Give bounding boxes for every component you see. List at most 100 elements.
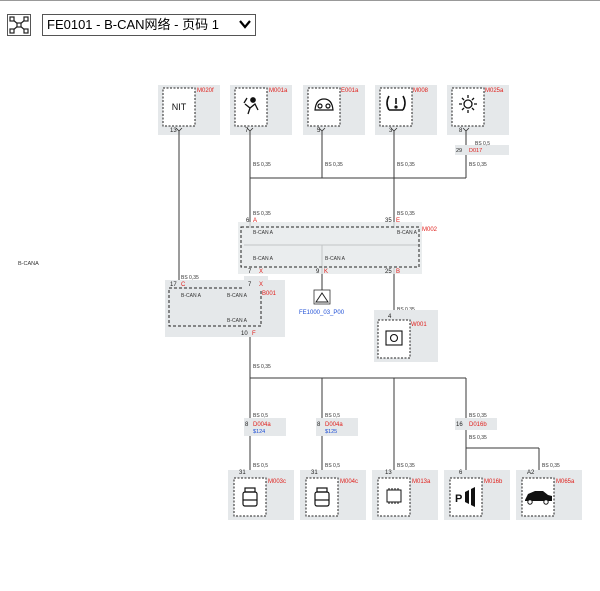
chevron-down-icon[interactable] [238, 16, 252, 38]
nit-label: NIT [172, 102, 187, 112]
component-m013a[interactable]: M013a 13 [372, 470, 438, 520]
component-code: W001 [411, 322, 427, 328]
component-airbag[interactable]: M001a 7 [230, 85, 292, 135]
component-code: M001a [269, 88, 288, 94]
pin-number: 6 [459, 470, 463, 476]
connector-code: D017 [469, 148, 482, 154]
pin-number: A2 [527, 470, 535, 476]
pin-number: 10 [241, 331, 248, 337]
bus-label: B-CAN A [253, 256, 274, 262]
pin-number: 5 [317, 128, 321, 134]
wire-label: BS 0,35 [469, 413, 487, 419]
pin-number: 8 [317, 422, 321, 428]
component-m004c[interactable]: M004c 31 [300, 470, 366, 520]
pin-number: 4 [388, 314, 392, 320]
connector-d016b: BS 0,35 16 D016b [455, 413, 497, 430]
bus-label: B-CAN A [325, 256, 346, 262]
connector-code: D016b [469, 422, 487, 428]
light-sun-icon [459, 95, 477, 113]
pin-number: 3 [389, 128, 393, 134]
module-chip-icon [386, 488, 402, 504]
pin-letter: B [396, 269, 400, 275]
component-code: M013a [412, 479, 431, 485]
pin-number: 7 [248, 269, 252, 275]
wire-label: BS 0,35 [397, 211, 415, 217]
pin-number: 9 [316, 269, 320, 275]
wire-label: BS 0,35 [181, 275, 199, 281]
side-label: B-CANA [18, 261, 39, 267]
component-code: M004c [340, 479, 358, 485]
pin-number: 16 [456, 422, 463, 428]
component-light[interactable]: M025a 8 [447, 85, 509, 135]
pin-number: 31 [311, 470, 318, 476]
connector-code: D004a [325, 422, 343, 428]
display-unit-icon [385, 330, 403, 346]
wire-label: BS 0,5 [253, 463, 268, 469]
connector-d017: BS 0,5 29 D017 [455, 141, 509, 155]
toolbar [0, 0, 600, 41]
pin-number: 13 [385, 470, 392, 476]
pump-bottle-icon [314, 487, 330, 507]
wire-label: BS 0,5 [253, 413, 268, 419]
wire-label: BS 0,35 [397, 162, 415, 168]
pin-letter: F [252, 331, 256, 337]
component-code: M003c [268, 479, 286, 485]
pin-number: 13 [170, 128, 177, 134]
page-select-value: FE0101 - B-CAN网络 - 页码 1 [47, 17, 219, 32]
component-code: M025a [485, 88, 504, 94]
svg-text:P: P [455, 493, 462, 505]
wire-label: BS 0,5 [475, 141, 490, 147]
pin-letter: X [259, 282, 263, 288]
bus-label: B-CAN A [227, 318, 248, 324]
component-code: M016b [484, 479, 503, 485]
wire-label: BS 0,35 [325, 162, 343, 168]
component-cluster[interactable]: E001a 5 [303, 85, 365, 135]
car-side-icon [525, 491, 552, 505]
pin-letter: C [181, 282, 186, 288]
component-bsi[interactable]: M002 B-CAN A B-CAN A B-CAN A B-CAN A [238, 222, 438, 274]
wire-label: BS 0,35 [253, 211, 271, 217]
page-select[interactable]: FE0101 - B-CAN网络 - 页码 1 [42, 14, 256, 36]
instrument-cluster-icon [314, 98, 334, 111]
component-m065a[interactable]: M065a A2 [516, 470, 582, 520]
pin-letter: X [259, 269, 263, 275]
component-w001[interactable]: BS 0,35 W001 4 [374, 307, 438, 362]
wire-label: BS 0,35 [253, 364, 271, 370]
wire-label: BS 0,35 [253, 162, 271, 168]
pin-number: 31 [239, 470, 246, 476]
component-nit[interactable]: NIT M020f 13 [158, 85, 220, 135]
component-m016b[interactable]: P M016b 6 [444, 470, 510, 520]
wire-label: BS 0,5 [325, 413, 340, 419]
component-tpms[interactable]: M008 3 [375, 85, 437, 135]
component-code: M065a [556, 479, 575, 485]
pin-number: 7 [248, 282, 252, 288]
network-nodes-icon[interactable] [7, 14, 31, 36]
bus-label: B-CAN A [253, 230, 274, 236]
pin-number: 8 [459, 128, 463, 134]
pin-number: 6 [246, 218, 250, 224]
wire-label: BS 0,5 [325, 463, 340, 469]
component-m003c[interactable]: M003c 31 [228, 470, 294, 520]
component-gateway[interactable]: B001 B-CAN A B-CAN A B-CAN A [165, 276, 285, 337]
pin-letter: K [324, 269, 328, 275]
wire-label: BS 0,35 [542, 463, 560, 469]
tire-pressure-icon [386, 95, 406, 111]
pin-number: 8 [245, 422, 249, 428]
connector-ref: $125 [325, 429, 337, 435]
connector-code: D004a [253, 422, 271, 428]
pump-bottle-icon [242, 487, 258, 507]
warning-triangle-icon [313, 289, 331, 305]
pin-number: 17 [170, 282, 177, 288]
airbag-person-icon [243, 97, 259, 115]
parking-assist-icon: P [455, 487, 475, 507]
component-code: E001a [341, 88, 359, 94]
component-code: M002 [422, 227, 438, 233]
component-code: M008 [413, 88, 429, 94]
pin-number: 29 [456, 148, 462, 154]
wire-label: BS 0,35 [397, 463, 415, 469]
connector-d004a-2: BS 0,5 8 D004a $125 [316, 413, 358, 436]
connector-ref: $124 [253, 429, 265, 435]
pin-letter: E [396, 218, 400, 224]
bus-label: B-CAN A [397, 230, 418, 236]
